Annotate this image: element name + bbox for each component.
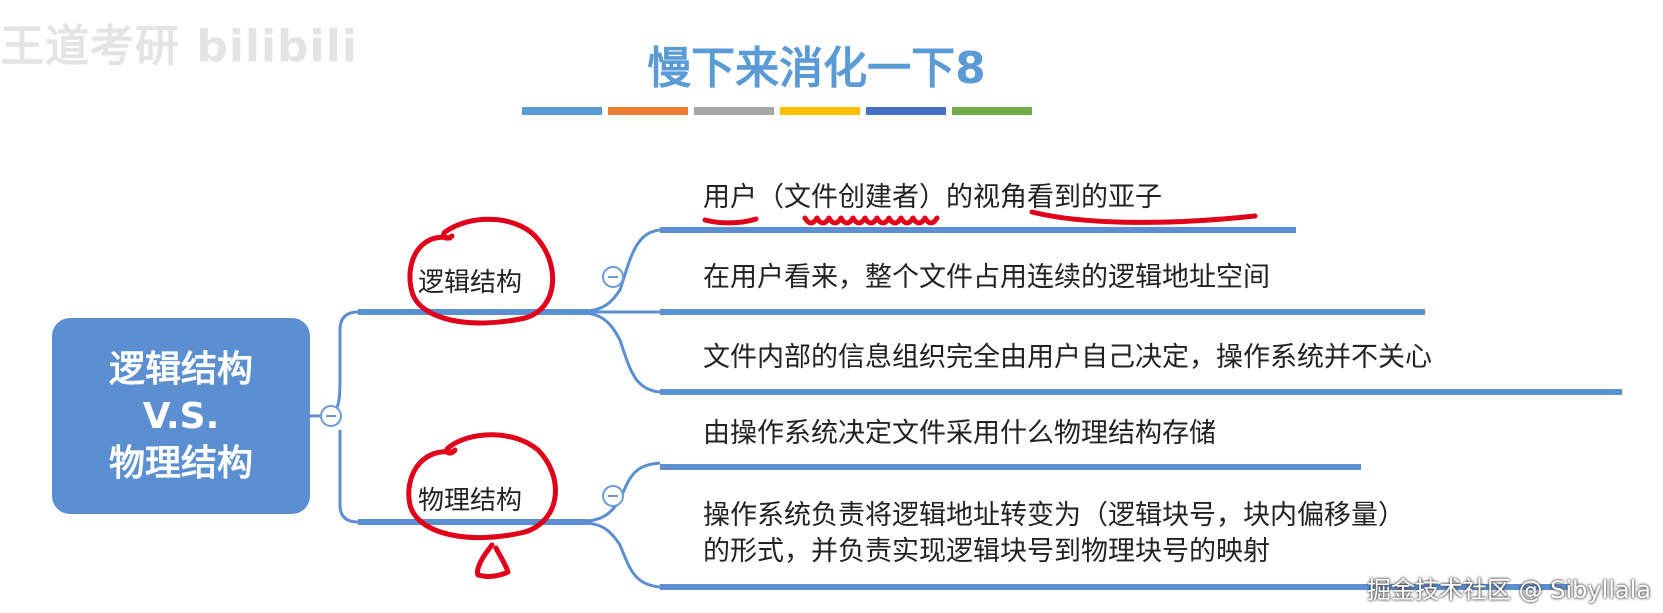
branch-logical-collapse-button[interactable] bbox=[602, 266, 624, 288]
color-bar-3 bbox=[694, 107, 774, 115]
leaf-physical-1[interactable]: 由操作系统决定文件采用什么物理结构存储 bbox=[703, 418, 1216, 449]
root-line-1: 逻辑结构 bbox=[108, 348, 253, 390]
leaf-physical-2b[interactable]: 的形式，并负责实现逻辑块号到物理块号的映射 bbox=[703, 536, 1270, 567]
annotation-circle-physical bbox=[406, 432, 558, 540]
annotation-circle-logical bbox=[407, 216, 556, 326]
leaf-logical-2[interactable]: 在用户看来，整个文件占用连续的逻辑地址空间 bbox=[703, 262, 1270, 293]
branch-label-physical[interactable]: 物理结构 bbox=[418, 486, 523, 516]
color-bar-5 bbox=[866, 107, 946, 115]
underline-creator-wavy bbox=[802, 215, 940, 226]
branch-physical-collapse-button[interactable] bbox=[602, 485, 624, 507]
root-collapse-button[interactable] bbox=[320, 405, 342, 427]
leaf-logical-1[interactable]: 用户（文件创建者）的视角看到的亚子 bbox=[703, 182, 1162, 213]
underline-user bbox=[702, 216, 759, 226]
root-line-2: V.S. bbox=[142, 395, 220, 437]
root-line-3: 物理结构 bbox=[108, 442, 253, 484]
watermark-top-left: 王道考研 bilibili bbox=[0, 21, 358, 72]
root-node[interactable]: 逻辑结构 V.S. 物理结构 bbox=[52, 318, 310, 514]
color-bar-2 bbox=[608, 107, 688, 115]
annotation-tail-physical bbox=[475, 542, 511, 579]
color-bar-1 bbox=[522, 107, 602, 115]
leaf-logical-3[interactable]: 文件内部的信息组织完全由用户自己决定，操作系统并不关心 bbox=[703, 342, 1432, 373]
color-bar-4 bbox=[780, 107, 860, 115]
color-bar-6 bbox=[952, 107, 1032, 115]
page-title: 慢下来消化一下8 bbox=[647, 43, 986, 94]
watermark-bottom-right: 掘金技术社区 @ Sibyllala bbox=[1366, 576, 1651, 604]
underline-perspective bbox=[1029, 209, 1258, 225]
branch-label-logical[interactable]: 逻辑结构 bbox=[418, 268, 523, 298]
leaf-physical-2a[interactable]: 操作系统负责将逻辑地址转变为（逻辑块号，块内偏移量） bbox=[703, 500, 1405, 531]
